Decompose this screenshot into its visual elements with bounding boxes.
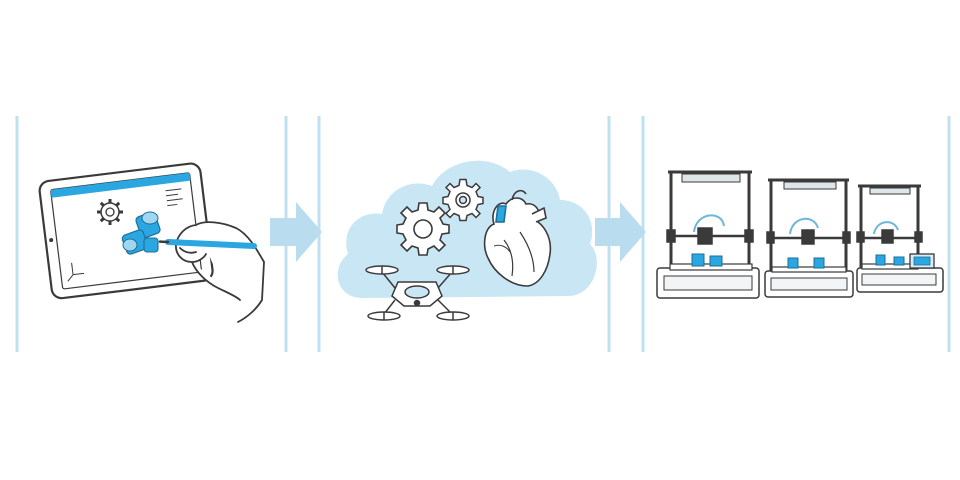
gear-icon (396, 202, 450, 256)
stylus-icon (158, 239, 257, 249)
arrow-right-icon (595, 202, 646, 262)
axis-icon (67, 262, 85, 282)
3d-printer-icon (656, 170, 760, 299)
arrow-right-icon (270, 202, 322, 262)
cloud-models-icon (337, 160, 597, 321)
drone-icon (365, 265, 470, 321)
heart-icon (483, 189, 552, 287)
tablet-home-button (49, 238, 54, 243)
tablet-menu-lines (165, 188, 183, 207)
3d-printer-icon (856, 184, 944, 293)
cloud-icon (337, 160, 597, 298)
tablet-icon (38, 162, 265, 323)
tablet-screen-header (50, 172, 191, 198)
gear-icon (97, 199, 123, 225)
printer-farm-icon (656, 170, 944, 299)
3d-model-part-icon (121, 211, 161, 255)
gear-icon (442, 178, 484, 222)
3d-printer-icon (764, 178, 854, 298)
